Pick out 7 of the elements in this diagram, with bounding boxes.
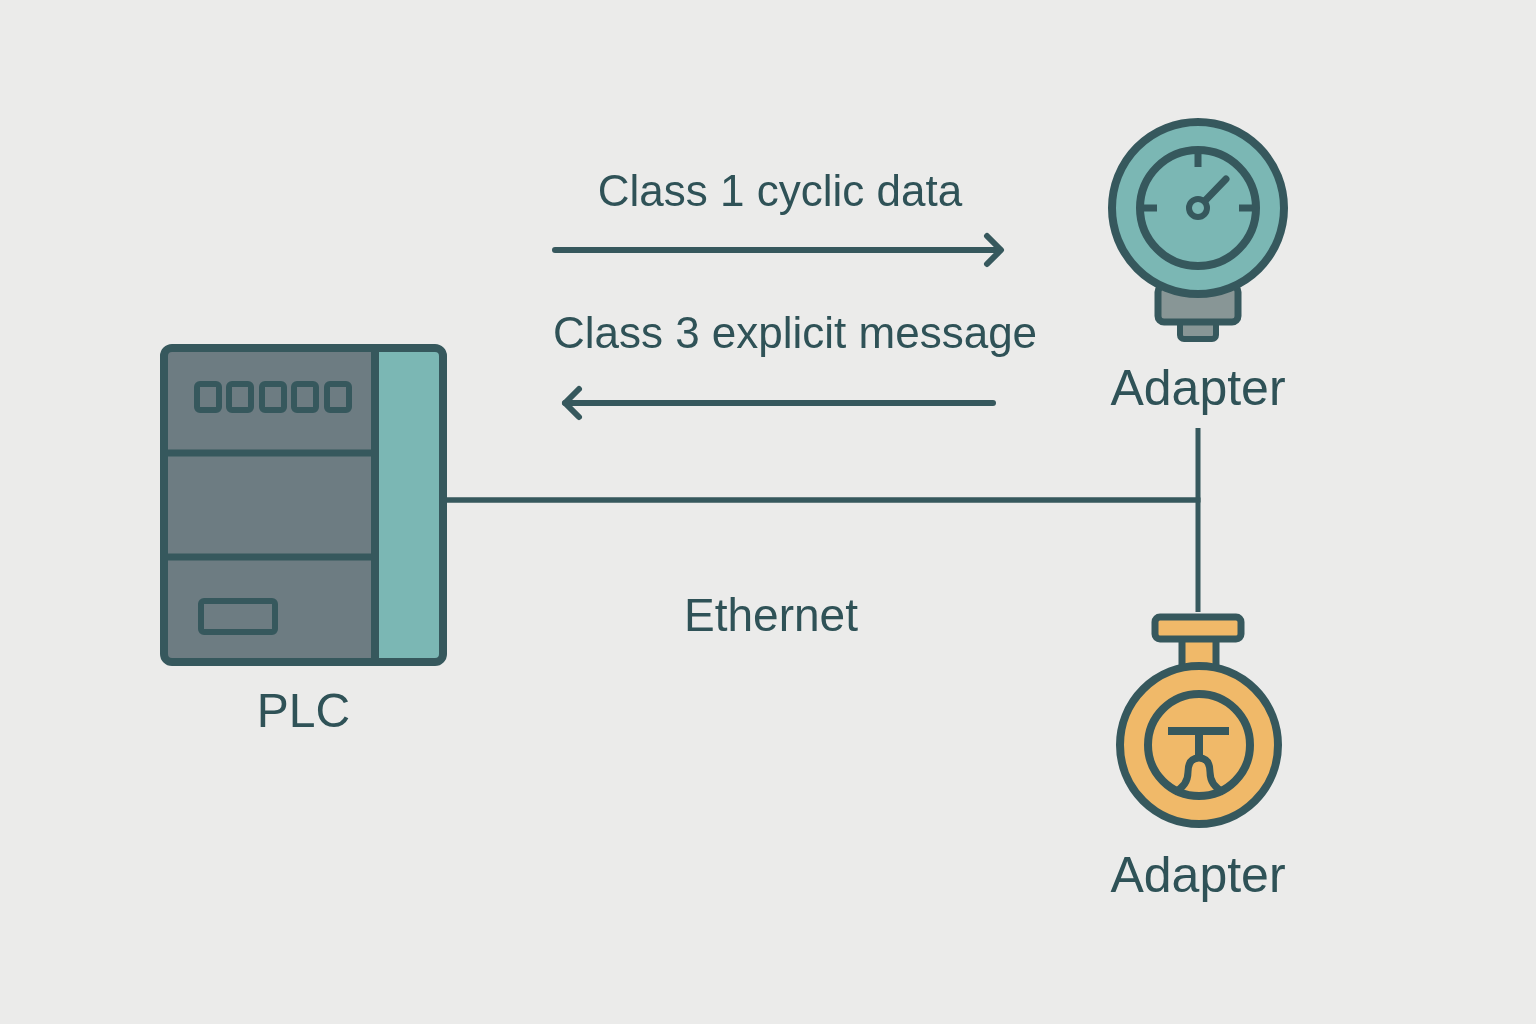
- node-label: PLC: [256, 687, 351, 735]
- node-label: Adapter: [1110, 363, 1286, 413]
- network-label: Ethernet: [684, 592, 858, 638]
- flow-label: Class 3 explicit message: [552, 311, 1038, 355]
- node-label: Adapter: [1110, 850, 1286, 900]
- network-line: [447, 497, 1201, 612]
- flow-label: Class 1 cyclic data: [597, 169, 963, 213]
